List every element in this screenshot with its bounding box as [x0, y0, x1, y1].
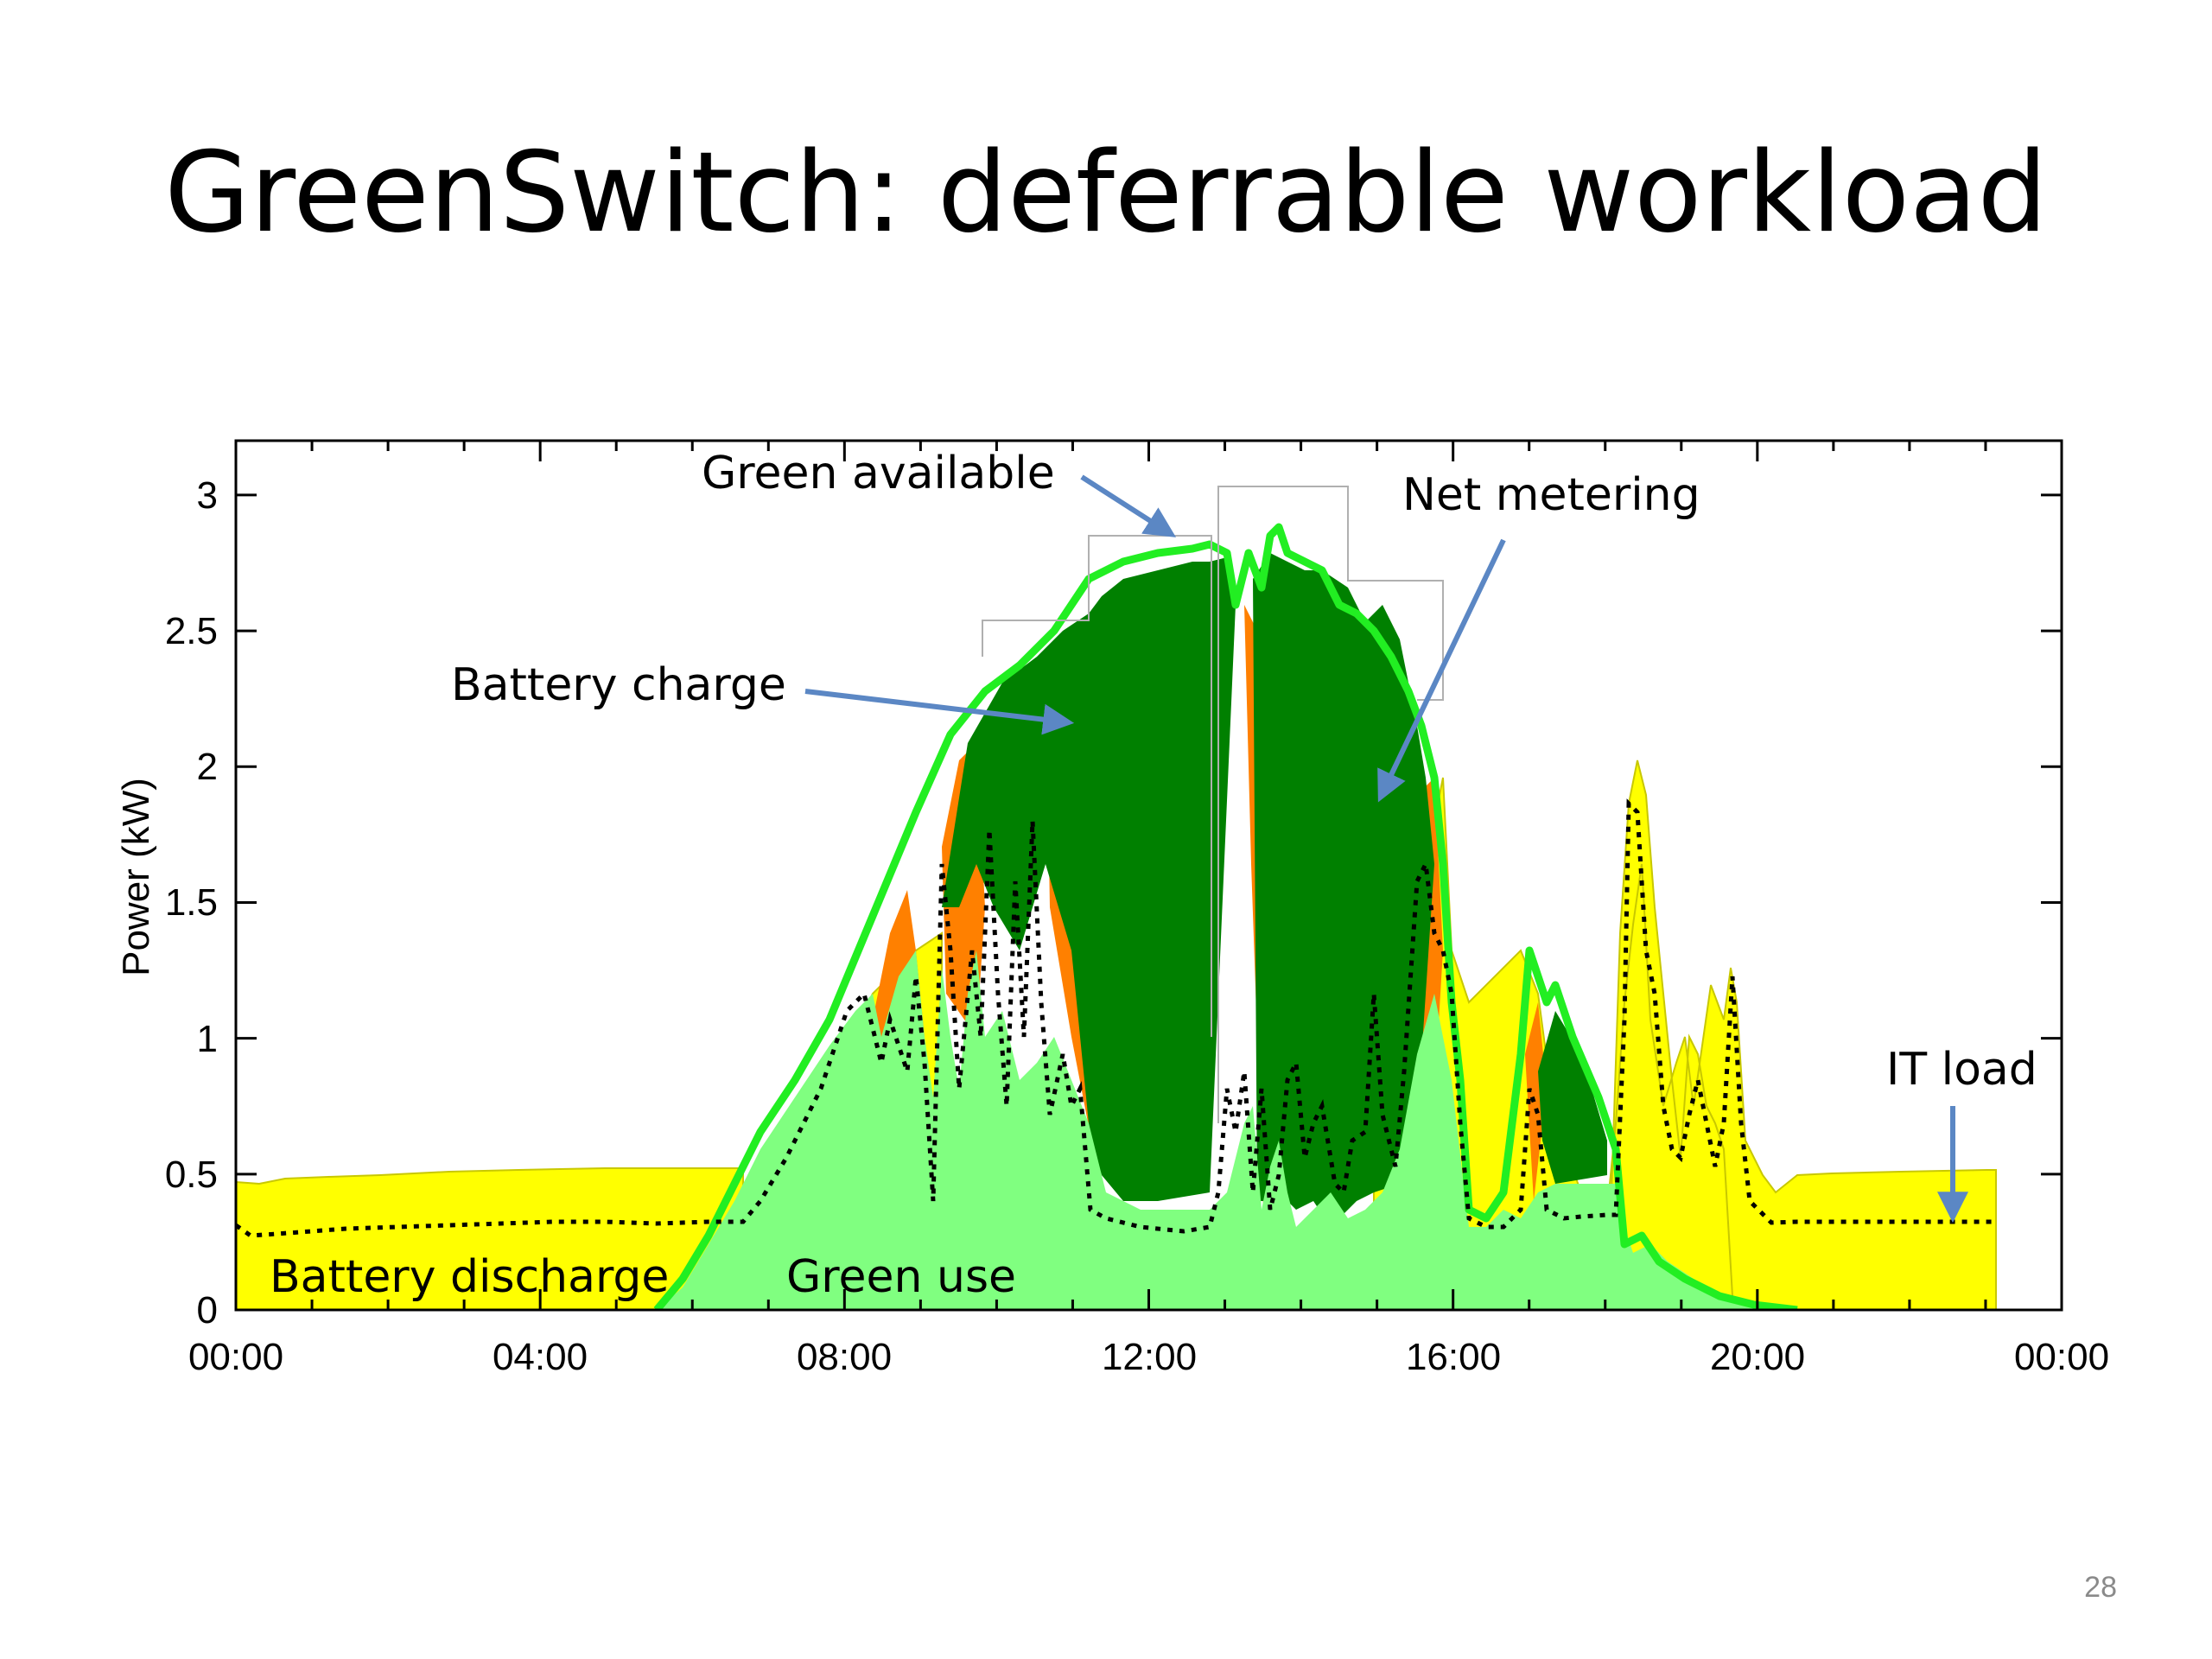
x-tick-label: 00:00 — [2014, 1336, 2109, 1378]
y-tick-label: 0 — [197, 1289, 218, 1332]
y-tick-label: 1 — [197, 1018, 218, 1060]
plot-area — [236, 486, 1997, 1310]
annotation-green-use: Green use — [786, 1251, 1016, 1303]
annotation-battery-discharge: Battery discharge — [270, 1251, 669, 1303]
x-tick-label: 12:00 — [1102, 1336, 1197, 1378]
x-tick-label: 08:00 — [797, 1336, 892, 1378]
y-tick-label: 0.5 — [165, 1154, 218, 1196]
green-use-area — [236, 950, 1797, 1310]
x-tick-label: 16:00 — [1406, 1336, 1501, 1378]
x-tick-label: 20:00 — [1710, 1336, 1805, 1378]
arrow-green-available — [1080, 474, 1177, 537]
x-tick-label: 04:00 — [493, 1336, 588, 1378]
arrow-battery-charge — [804, 689, 1075, 735]
y-axis-labels: 0 0.5 1 1.5 2 2.5 3 — [165, 474, 218, 1332]
annotation-net-metering: Net metering — [1402, 469, 1700, 521]
slide-title: GreenSwitch: deferrable workload — [164, 129, 2048, 257]
tick-marks — [234, 441, 2063, 1312]
arrow-net-metering — [1377, 538, 1506, 803]
y-tick-label: 3 — [197, 474, 218, 517]
y-tick-label: 2.5 — [165, 610, 218, 652]
page-number: 28 — [2084, 1571, 2117, 1604]
brown-energy-steps — [1217, 486, 1444, 1123]
x-tick-label: 00:00 — [188, 1336, 283, 1378]
net-metering-area — [942, 553, 1607, 1227]
it-load-line — [236, 798, 1996, 1238]
y-axis-title: Power (kW) — [115, 778, 157, 976]
x-axis-labels: 00:00 04:00 08:00 12:00 16:00 20:00 00:0… — [188, 1336, 2109, 1378]
brown-energy-steps — [982, 535, 1212, 1037]
y-tick-label: 2 — [197, 746, 218, 788]
annotation-battery-charge: Battery charge — [451, 659, 786, 711]
annotation-it-load: IT load — [1886, 1044, 2037, 1096]
y-tick-label: 1.5 — [165, 881, 218, 924]
annotation-arrows — [804, 474, 1968, 1224]
annotation-green-available: Green available — [702, 448, 1055, 499]
green-available-line — [653, 523, 1798, 1310]
